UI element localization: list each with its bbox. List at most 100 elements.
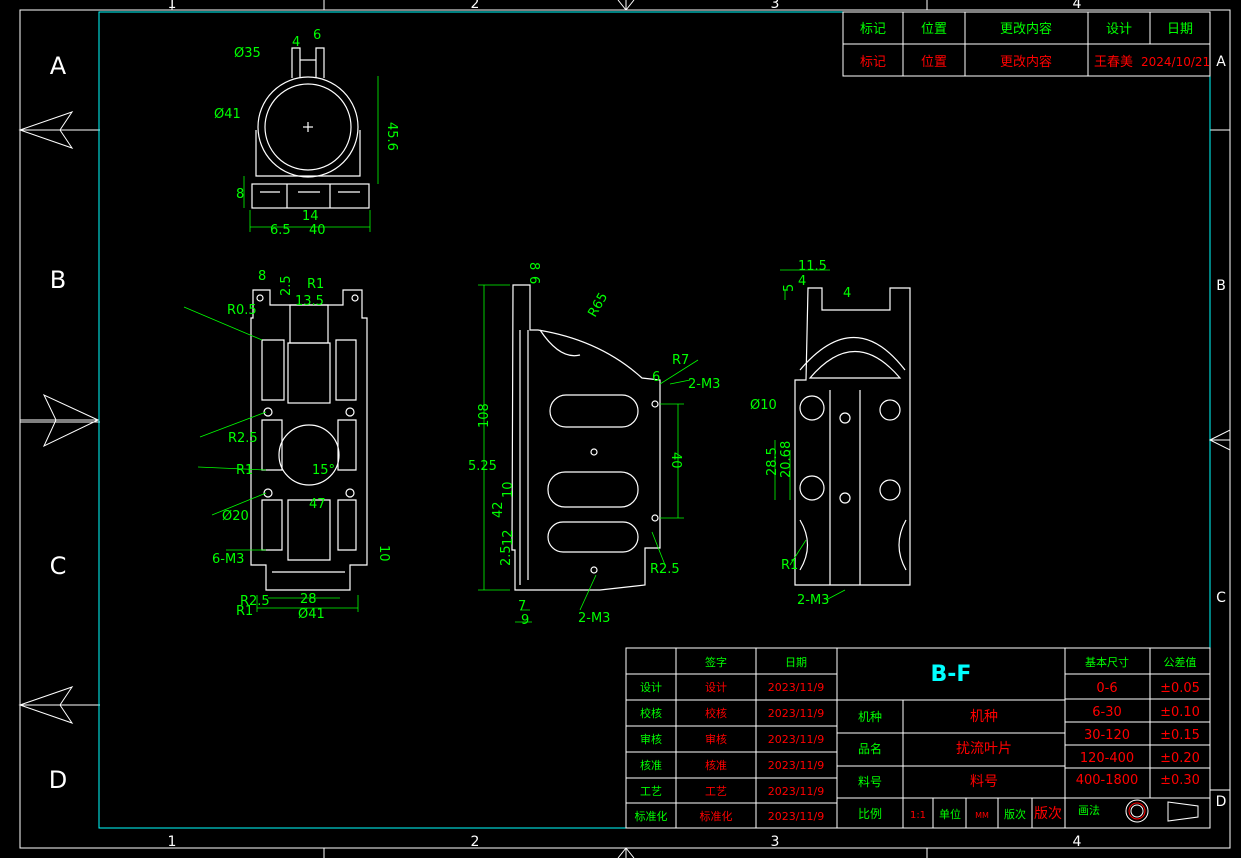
approval-sign-process: 工艺 bbox=[705, 785, 727, 798]
zone-row-b-right: B bbox=[1216, 278, 1226, 294]
tolerance-value-3: ±0.15 bbox=[1160, 728, 1200, 743]
dim-top-8: 8 bbox=[236, 187, 244, 202]
title-block: 签字 日期 设计 设计 2023/11/9 校核 校核 2023/11/9 审核… bbox=[625, 647, 1211, 829]
revision-value-position: 位置 bbox=[921, 55, 947, 70]
zone-col-4-bottom: 4 bbox=[1073, 834, 1082, 850]
tolerance-range-2: 6-30 bbox=[1092, 705, 1122, 720]
dim-side-2-m3: 2-M3 bbox=[688, 377, 720, 392]
zone-col-2-top: 2 bbox=[471, 0, 480, 12]
centering-arrow-bottom bbox=[617, 847, 635, 858]
centering-arrow-left-top bbox=[18, 111, 95, 149]
tolerance-range-3: 30-120 bbox=[1084, 728, 1130, 743]
zone-col-3-bottom: 3 bbox=[771, 834, 780, 850]
dim-side-6b: 6 bbox=[652, 370, 660, 385]
version-value: 版次 bbox=[1034, 806, 1062, 822]
zone-col-4-top: 4 bbox=[1073, 0, 1082, 12]
approval-date-approve: 2023/11/9 bbox=[768, 759, 824, 772]
dim-front-47: 47 bbox=[309, 497, 326, 512]
scale-label: 比例 bbox=[858, 807, 882, 821]
revision-value-designer: 王春美 bbox=[1094, 55, 1133, 70]
dim-front-28: 28 bbox=[300, 592, 317, 607]
dim-front-dia20: Ø20 bbox=[222, 509, 249, 524]
approval-label-design: 设计 bbox=[640, 681, 662, 694]
dim-right-dia10: Ø10 bbox=[750, 398, 777, 413]
dim-right-20-68: 20.68 bbox=[779, 441, 794, 478]
part-view-top bbox=[251, 47, 370, 209]
centering-arrow-top bbox=[617, 0, 635, 11]
zone-col-1-top: 1 bbox=[168, 0, 177, 12]
approval-sign-review: 审核 bbox=[705, 732, 727, 746]
dim-side-7: 7 bbox=[518, 599, 526, 614]
unit-label: 单位 bbox=[939, 807, 961, 821]
dimension-lines bbox=[183, 76, 846, 623]
approval-label-review: 审核 bbox=[640, 732, 662, 746]
dim-right-4: 4 bbox=[798, 274, 806, 289]
dim-side-8: 8 bbox=[526, 262, 541, 270]
approval-sign-design: 设计 bbox=[705, 681, 727, 694]
approval-sign-standard: 标准化 bbox=[700, 809, 733, 823]
zone-row-b-left: B bbox=[50, 266, 66, 294]
revision-value-date: 2024/10/21 bbox=[1141, 55, 1210, 69]
part-view-side bbox=[511, 284, 661, 591]
info-value-model: 机种 bbox=[970, 709, 998, 725]
dim-side-2-5: 2.5 bbox=[499, 545, 514, 566]
dim-top-40: 40 bbox=[309, 223, 326, 238]
approval-sign-check: 校核 bbox=[705, 706, 727, 720]
info-value-name: 扰流叶片 bbox=[956, 741, 1012, 757]
dim-side-2-m3b: 2-M3 bbox=[578, 611, 610, 626]
zone-col-3-top: 3 bbox=[771, 0, 780, 12]
dim-front-r2-5b: R2.5 bbox=[240, 594, 270, 609]
dim-side-108: 108 bbox=[477, 403, 492, 428]
info-label-part-number: 料号 bbox=[858, 775, 882, 789]
unit-value: MM bbox=[975, 811, 989, 820]
scale-value: 1:1 bbox=[910, 810, 926, 821]
dim-front-2-5: 2.5 bbox=[279, 275, 294, 296]
dim-front-15deg: 15° bbox=[312, 463, 335, 478]
info-label-model: 机种 bbox=[858, 710, 882, 724]
dim-right-2-m3: 2-M3 bbox=[797, 593, 829, 608]
dim-front-dia41: Ø41 bbox=[298, 607, 325, 622]
approval-label-process: 工艺 bbox=[640, 785, 662, 798]
dim-side-r2-5: R2.5 bbox=[650, 562, 680, 577]
part-view-right bbox=[794, 287, 911, 586]
tolerance-range-4: 120-400 bbox=[1080, 751, 1134, 766]
dim-right-5: 5 bbox=[782, 284, 797, 292]
dim-top-dia35: Ø35 bbox=[234, 46, 261, 61]
revision-header-change: 更改内容 bbox=[1000, 21, 1052, 37]
dim-front-r1c: R1 bbox=[236, 604, 253, 619]
dim-right-11-5: 11.5 bbox=[798, 259, 827, 274]
part-view-front bbox=[250, 289, 368, 591]
dim-side-42: 42 bbox=[491, 501, 506, 518]
title-header-sign: 签字 bbox=[705, 655, 727, 669]
dim-side-40: 40 bbox=[668, 452, 683, 469]
info-value-part-number: 料号 bbox=[970, 774, 998, 790]
dim-top-6: 6 bbox=[313, 28, 321, 43]
centering-arrow-left-bottom bbox=[18, 686, 95, 724]
dimension-texts: Ø35 4 6 Ø41 45.6 8 14 6.5 40 8 R1 R0.5 2… bbox=[212, 28, 851, 628]
approval-date-standard: 2023/11/9 bbox=[768, 810, 824, 823]
tolerance-value-2: ±0.10 bbox=[1160, 705, 1200, 720]
approval-label-standard: 标准化 bbox=[635, 809, 668, 823]
approval-sign-approve: 核准 bbox=[705, 758, 727, 772]
dim-top-6-5: 6.5 bbox=[270, 223, 291, 238]
tolerance-header-value: 公差值 bbox=[1164, 655, 1197, 669]
approval-date-review: 2023/11/9 bbox=[768, 733, 824, 746]
tolerance-value-4: ±0.20 bbox=[1160, 751, 1200, 766]
dim-side-10: 10 bbox=[501, 481, 516, 498]
tolerance-value-5: ±0.30 bbox=[1160, 773, 1200, 788]
dim-top-4: 4 bbox=[292, 35, 300, 50]
revision-header-designer: 设计 bbox=[1106, 22, 1132, 37]
projection-symbol-icon bbox=[1125, 799, 1199, 823]
revision-value-mark: 标记 bbox=[860, 55, 886, 70]
dim-top-14: 14 bbox=[302, 209, 319, 224]
dim-side-5-25: 5.25 bbox=[468, 459, 497, 474]
revision-header-date: 日期 bbox=[1167, 22, 1193, 37]
projection-symbol-accent bbox=[1128, 802, 1146, 820]
approval-date-process: 2023/11/9 bbox=[768, 785, 824, 798]
centering-arrow-left-middle bbox=[20, 393, 100, 448]
projection-label: 画法 bbox=[1078, 803, 1100, 817]
title-header-date: 日期 bbox=[785, 656, 807, 669]
dim-front-r1: R1 bbox=[307, 277, 324, 292]
zone-row-a-right: A bbox=[1216, 54, 1226, 70]
